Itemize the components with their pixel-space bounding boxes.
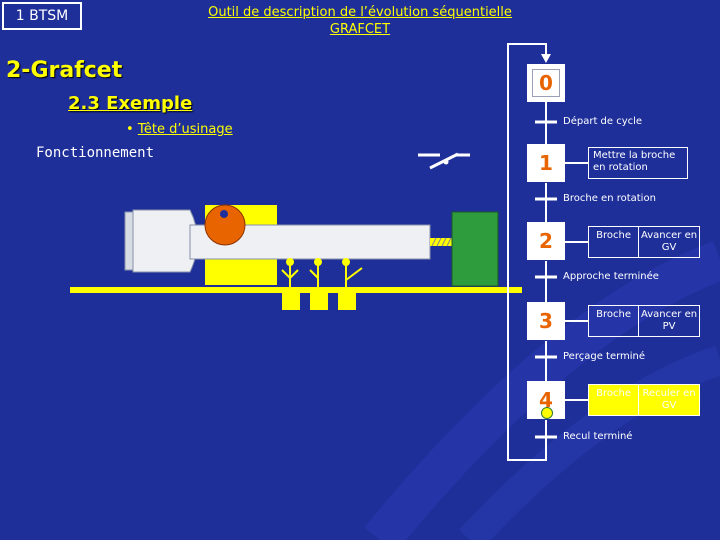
header-title: Outil de description de l’évolution séqu… (150, 4, 570, 38)
active-step-token-icon (541, 407, 553, 419)
hydraulic-valve-icon (281, 258, 363, 310)
drill-bit (430, 237, 452, 247)
transition-label-3: Perçage terminé (563, 351, 646, 362)
function-label: Fonctionnement (36, 145, 155, 161)
action-step-2: Broche Avancer en GV (588, 226, 700, 258)
page-title: 2-Grafcet (6, 58, 123, 83)
course-tag: 1 BTSM (2, 2, 82, 30)
action-step-4: Broche Reculer en GV (588, 384, 700, 416)
grafcet-step-1: 1 (527, 144, 565, 182)
step-number: 0 (539, 71, 553, 95)
header-title-line2: GRAFCET (329, 22, 391, 37)
action-step-3: Broche Avancer en PV (588, 305, 700, 337)
action-step-1: Mettre la broche en rotation (588, 147, 688, 179)
header-title-line1: Outil de description de l’évolution séqu… (208, 5, 512, 20)
grafcet-return-link (507, 43, 547, 461)
step-number: 1 (539, 151, 553, 175)
switch-contact-icon (418, 152, 470, 170)
transition-label-1: Broche en rotation (563, 193, 656, 204)
section-title: 2.3 Exemple (68, 93, 193, 114)
transition-label-4: Recul terminé (563, 431, 633, 442)
bullet-text: Tête d’usinage (137, 122, 233, 137)
workpiece (451, 211, 499, 287)
transition-label-0: Départ de cycle (563, 116, 643, 127)
grafcet-step-0: 0 (527, 64, 565, 102)
action-right: Avancer en GV (638, 227, 699, 257)
bullet-symbol: • (126, 122, 134, 137)
step-number: 4 (539, 388, 553, 412)
transition-label-2: Approche terminée (563, 271, 659, 282)
arrow-down-icon (541, 54, 551, 63)
machine-base-rail (70, 287, 522, 293)
action-left: Broche (596, 309, 631, 320)
action-left: Broche (596, 388, 631, 399)
grafcet-step-2: 2 (527, 222, 565, 260)
grafcet-step-3: 3 (527, 302, 565, 340)
step-number: 2 (539, 229, 553, 253)
action-right: Reculer en GV (638, 385, 699, 415)
bullet-item: • Tête d’usinage (126, 122, 233, 137)
action-left: Broche (596, 230, 631, 241)
action-right: Avancer en PV (638, 306, 699, 336)
spindle-motor (204, 204, 246, 246)
step-number: 3 (539, 309, 553, 333)
